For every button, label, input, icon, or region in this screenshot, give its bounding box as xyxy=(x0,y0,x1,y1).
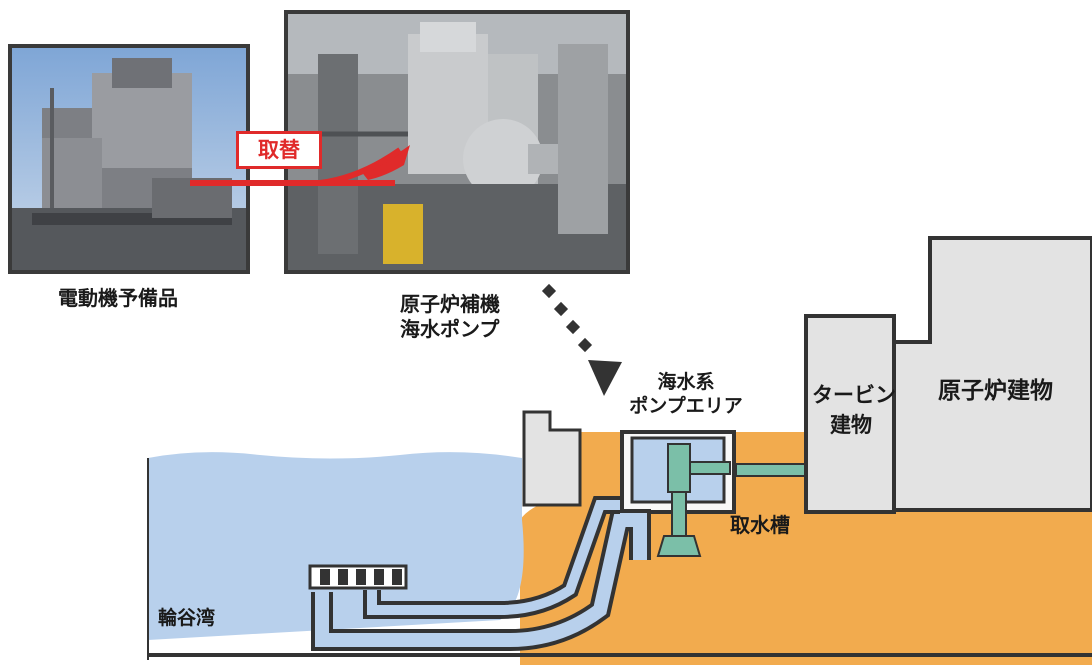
pump-area-line2: ポンプエリア xyxy=(629,395,743,417)
screen-bar xyxy=(356,569,366,585)
screen-bar xyxy=(374,569,384,585)
pump-area-label: 海水系 ポンプエリア xyxy=(616,370,756,418)
location-arrow-head xyxy=(588,360,622,396)
turbine-building xyxy=(804,314,896,514)
pump-area-line1: 海水系 xyxy=(657,371,715,393)
reactor-building-label: 原子炉建物 xyxy=(938,378,1053,404)
pump-photo xyxy=(284,10,630,274)
turbine-line2: 建物 xyxy=(830,413,872,437)
pump-caption-line2: 海水ポンプ xyxy=(400,317,500,341)
replace-arrow-curve xyxy=(319,147,402,186)
seawater-pump xyxy=(656,443,731,557)
spare-motor-caption: 電動機予備品 xyxy=(58,286,178,310)
pump-caption-line1: 原子炉補機 xyxy=(400,292,500,316)
pier-block xyxy=(522,410,582,507)
intake-tank-label: 取水槽 xyxy=(730,513,790,537)
conduit-inner xyxy=(315,513,647,647)
screen-bar xyxy=(338,569,348,585)
screen-bar xyxy=(392,569,402,585)
pipe-to-building xyxy=(735,463,809,477)
location-arrow xyxy=(541,283,622,396)
sea xyxy=(148,452,524,640)
screen-bar xyxy=(320,569,330,585)
spare-motor-photo xyxy=(8,44,250,274)
turbine-building-label: タービン 建物 xyxy=(812,380,896,440)
turbine-line1: タービン xyxy=(812,383,896,407)
conduit2-inner xyxy=(367,500,620,615)
pump-caption: 原子炉補機 海水ポンプ xyxy=(400,292,500,342)
bay-label: 輪谷湾 xyxy=(158,607,216,629)
replace-label: 取替 xyxy=(236,131,322,169)
reactor-building xyxy=(892,236,1092,512)
